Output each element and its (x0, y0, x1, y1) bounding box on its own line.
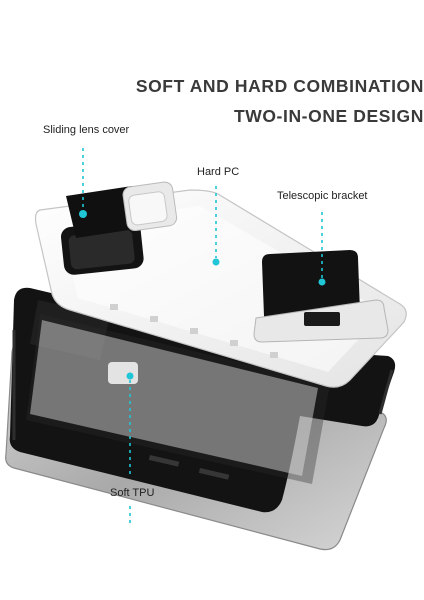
callout-telescopic-bracket: Telescopic bracket (277, 190, 368, 202)
sliding-lens-cover (66, 181, 178, 238)
callout-sliding-lens-cover: Sliding lens cover (43, 124, 130, 136)
callout-soft-tpu: Soft TPU (110, 487, 155, 499)
telescopic-bracket (253, 250, 389, 343)
bracket-dot (318, 278, 326, 286)
hard-pc-dot (212, 258, 220, 266)
headline-line-1: SOFT AND HARD COMBINATION (135, 76, 424, 96)
lens-cover-dot (79, 210, 87, 218)
soft-tpu-dot (126, 372, 134, 380)
callout-hard-pc: Hard PC (197, 166, 240, 178)
soft-tpu-frame (9, 287, 396, 513)
headline-line-2: TWO-IN-ONE DESIGN (233, 106, 424, 126)
